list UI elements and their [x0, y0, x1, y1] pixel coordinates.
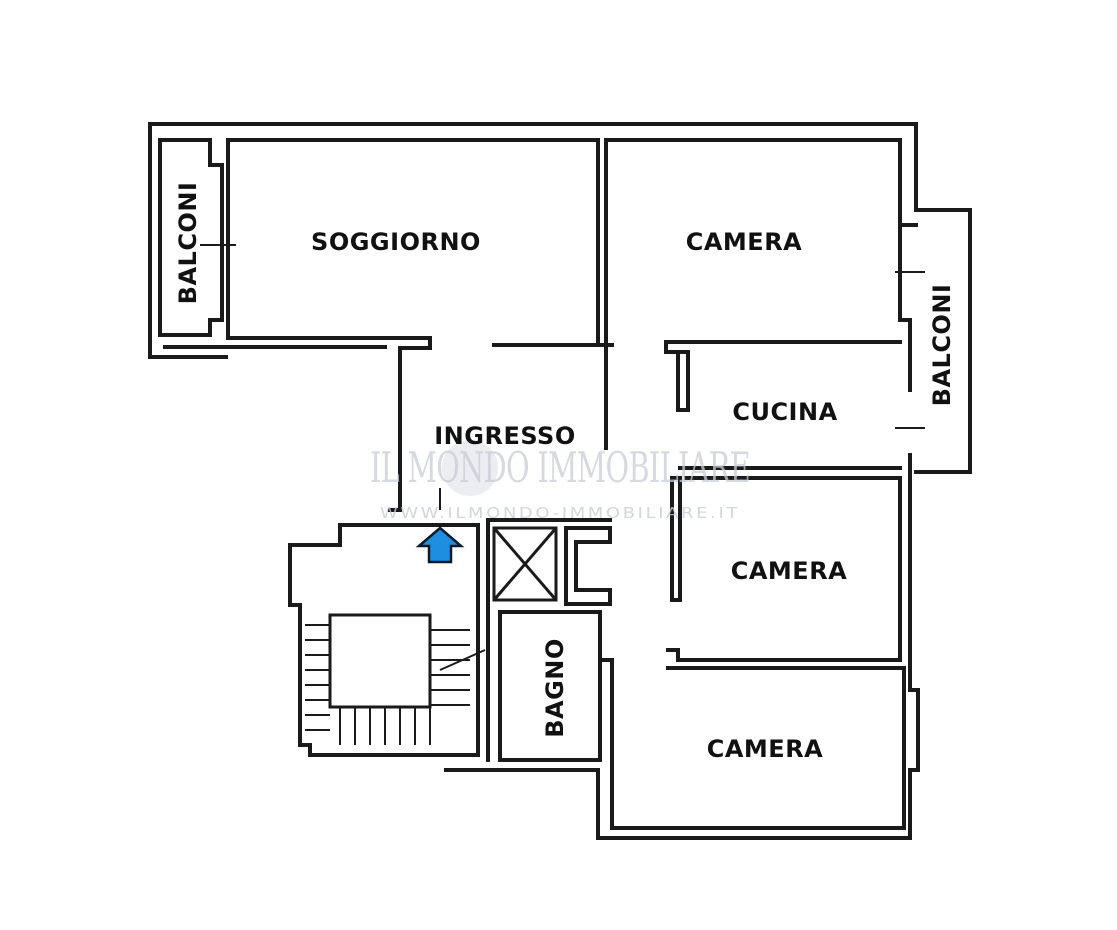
staircase-icon	[305, 613, 486, 745]
room-label-camera-bottom: CAMERA	[707, 735, 824, 763]
room-label-ingresso: INGRESSO	[434, 422, 575, 450]
room-label-soggiorno: SOGGIORNO	[311, 228, 481, 256]
room-label-bagno: BAGNO	[541, 638, 569, 738]
elevator-shaft-icon	[492, 526, 558, 602]
watermark-globe-icon	[442, 440, 498, 496]
room-label-balconi-right: BALCONI	[928, 284, 956, 407]
watermark-brand: IL MONDO IMMOBILIARE	[370, 443, 750, 492]
room-label-cucina: CUCINA	[732, 398, 837, 426]
room-label-camera-middle: CAMERA	[731, 557, 848, 585]
door-marks	[200, 244, 925, 510]
watermark-url: WWW.ILMONDO-IMMOBILIARE.IT	[380, 504, 740, 522]
room-label-balconi-left: BALCONI	[174, 182, 202, 305]
room-label-camera-top: CAMERA	[686, 228, 803, 256]
up-arrow-icon	[415, 526, 465, 564]
